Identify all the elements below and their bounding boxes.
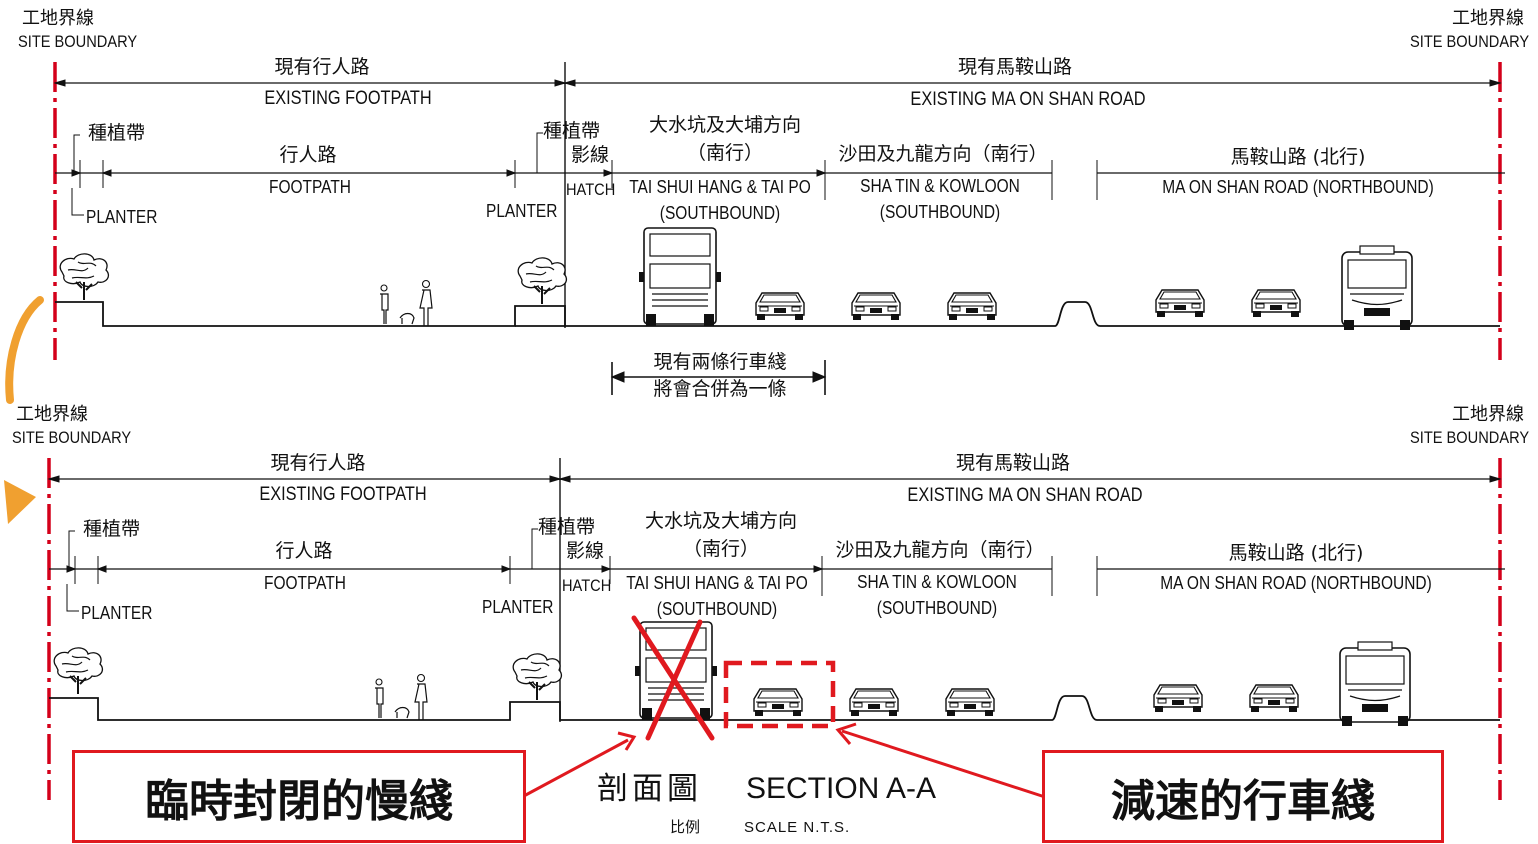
tree-icon [512,652,563,701]
planter-label-en: PLANTER [86,207,158,227]
planter-label-zh: 種植帶 [543,120,601,142]
existing-footpath-label-zh: 現有行人路 [270,452,366,474]
tree-icon [517,256,568,305]
reduced-speed-lane-highlight [723,660,836,729]
bottom-section-vehicles [53,621,1411,727]
ma-on-shan-road-northbound-zh: 馬鞍山路 (北行) [1230,146,1366,168]
ma-on-shan-road-northbound-en: MA ON SHAN ROAD (NORTHBOUND) [1162,177,1434,197]
existing-road-label-zh: 現有馬鞍山路 [957,56,1073,78]
site-boundary-label-en: SITE BOUNDARY [12,428,132,447]
hatch-label-zh: 影線 [571,144,610,166]
site-boundary-label-zh: 工地界線 [22,8,94,29]
car-icon [1153,684,1203,713]
existing-road-label-zh: 現有馬鞍山路 [955,452,1071,474]
car-icon [1155,289,1205,318]
site-boundary-label-en: SITE BOUNDARY [18,32,138,51]
ma-on-shan-road-northbound-en: MA ON SHAN ROAD (NORTHBOUND) [1160,573,1432,593]
existing-footpath-label-en: EXISTING FOOTPATH [259,484,427,505]
double-deck-bus-icon [638,227,722,327]
footpath-label-en: FOOTPATH [264,573,346,593]
existing-road-label-en: EXISTING MA ON SHAN ROAD [907,485,1143,506]
tai-shui-hang-direction-en: TAI SHUI HANG & TAI PO [626,573,808,593]
reduced-speed-lane-callout: 減速的行車綫 [1042,750,1444,843]
car-icon [755,292,805,321]
top-section-lines [53,62,1505,395]
car-icon [947,292,997,321]
hatch-label-zh: 影線 [566,540,605,562]
site-boundary-label-zh: 工地界線 [16,404,88,425]
tree-icon [53,646,104,695]
bus-northbound-icon [1339,641,1411,727]
tai-shui-hang-direction-zh: 大水坑及大埔方向 [644,510,798,532]
site-boundary-label-zh: 工地界線 [1452,404,1524,425]
top-section-vehicles [59,227,1413,331]
lane-merge-note-line2: 將會合併為一條 [653,378,787,400]
planter-label-en: PLANTER [486,201,558,221]
existing-footpath-label-en: EXISTING FOOTPATH [264,88,432,109]
planter-label-en: PLANTER [482,597,554,617]
section-title-en: SECTION A-A [746,772,937,805]
existing-footpath-label-zh: 現有行人路 [274,56,370,78]
ma-on-shan-road-northbound-zh: 馬鞍山路 (北行) [1228,542,1364,564]
car-icon [851,292,901,321]
footpath-label-zh: 行人路 [279,144,337,166]
scale-label-zh: 比例 [670,818,701,836]
pedestrians-icon [379,279,433,327]
sha-tin-direction-en: SHA TIN & KOWLOON [860,176,1020,196]
tai-shui-hang-direction-zh: 大水坑及大埔方向 [648,114,802,136]
lane-merge-note-line1: 現有兩條行車綫 [653,351,787,373]
car-icon [945,688,995,717]
hatch-label-en: HATCH [566,180,616,199]
section-title-zh: 剖面圖 [597,771,702,807]
planter-label-zh: 種植帶 [83,518,141,540]
planter-label-zh: 種植帶 [538,516,596,538]
site-boundary-label-en: SITE BOUNDARY [1410,32,1530,51]
tai-shui-hang-southbound-en: (SOUTHBOUND) [656,599,778,619]
scale-label-en: SCALE N.T.S. [744,819,851,836]
sha-tin-direction-zh: 沙田及九龍方向（南行） [838,143,1048,165]
transition-arrow-icon [5,296,44,404]
bus-northbound-icon [1341,245,1413,331]
closed-lane-callout: 臨時封閉的慢綫 [72,750,526,843]
tree-icon [59,252,110,301]
existing-road-label-en: EXISTING MA ON SHAN ROAD [910,89,1146,110]
planter-label-zh: 種植帶 [88,122,146,144]
tai-shui-hang-southbound-zh: （南行） [682,538,760,560]
closed-lane-cross-icon [631,615,715,741]
car-icon [1251,289,1301,318]
tai-shui-hang-direction-en: TAI SHUI HANG & TAI PO [629,177,811,197]
footpath-label-en: FOOTPATH [269,177,351,197]
site-boundary-label-zh: 工地界線 [1452,8,1524,29]
pedestrians-icon [374,673,428,721]
sha-tin-direction-en: SHA TIN & KOWLOON [857,572,1017,592]
sha-tin-direction-zh: 沙田及九龍方向（南行） [835,539,1045,561]
car-icon [753,688,803,717]
sha-tin-southbound-en: (SOUTHBOUND) [879,202,1001,222]
sha-tin-southbound-en: (SOUTHBOUND) [876,598,998,618]
planter-label-en: PLANTER [81,603,153,623]
car-icon [849,688,899,717]
footpath-label-zh: 行人路 [275,540,333,562]
site-boundary-label-en: SITE BOUNDARY [1410,428,1530,447]
tai-shui-hang-southbound-en: (SOUTHBOUND) [659,203,781,223]
bottom-section-lines [47,458,1505,800]
car-icon [1249,684,1299,713]
transition-arrowhead-icon [4,480,36,524]
callout-leader-lines [521,722,1046,799]
hatch-label-en: HATCH [562,576,612,595]
tai-shui-hang-southbound-zh: （南行） [686,142,764,164]
